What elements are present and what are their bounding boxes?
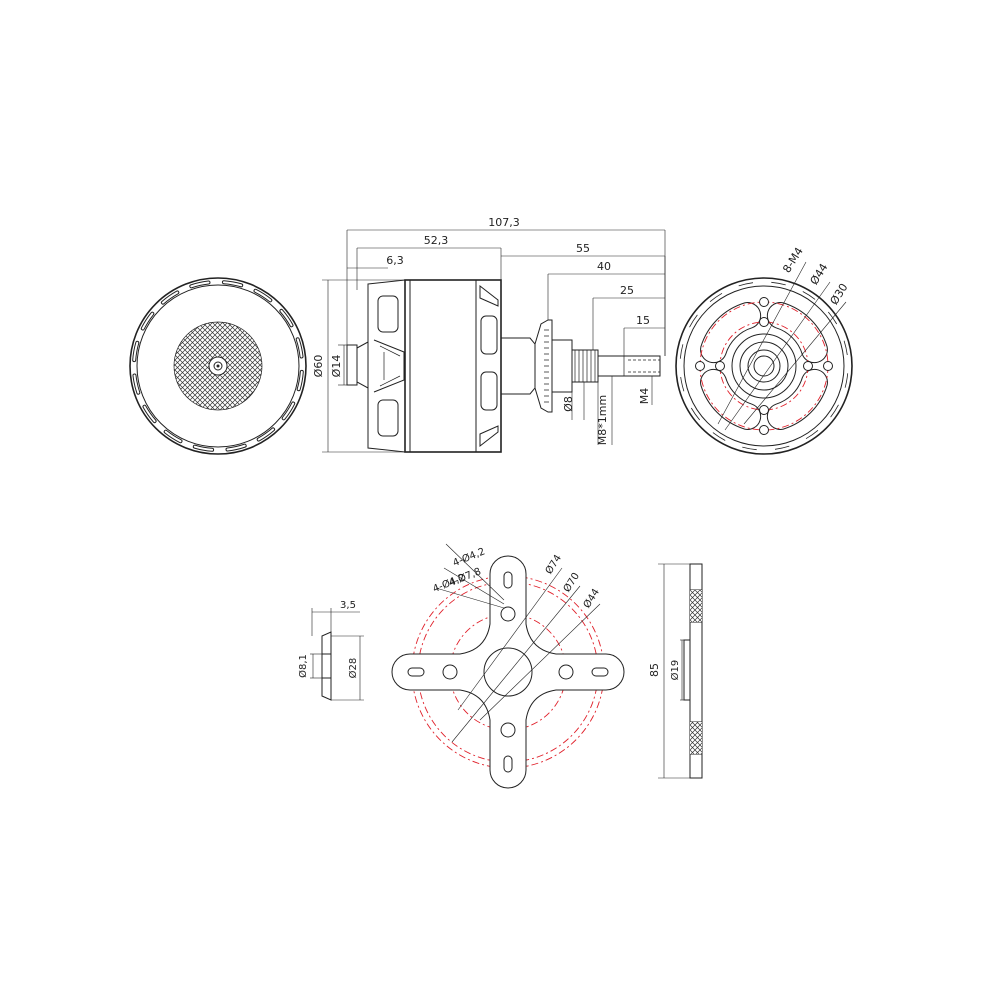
dim-rear-diameter: Ø14 <box>330 355 343 378</box>
mount-d44-label: Ø44 <box>581 586 602 610</box>
motor-can <box>404 279 502 453</box>
front-d44-label: Ø44 <box>808 261 831 287</box>
mount-holes <box>407 571 609 773</box>
front-m4-hole <box>759 297 769 307</box>
rear-bell-window-bottom <box>377 399 399 437</box>
front-m4-hole <box>823 361 833 371</box>
front-m4-hole <box>803 361 813 371</box>
dim-thread-15: 15 <box>636 314 650 327</box>
dim-shaft-25: 25 <box>620 284 634 297</box>
mount-bore-label: Ø19 <box>669 660 681 681</box>
prop-adapter-view: 3,5 Ø8,1 Ø28 <box>297 600 364 701</box>
front-slots <box>679 281 849 451</box>
front-center-circle-30 <box>719 321 809 411</box>
mount-hole-78 <box>558 664 574 680</box>
mount-hole-78 <box>500 606 516 622</box>
front-m4-hole <box>715 361 725 371</box>
can-window-2 <box>480 371 498 411</box>
front-d30-label: Ø30 <box>828 281 851 307</box>
rear-view <box>129 277 307 455</box>
dim-thread-m4: M4 <box>638 388 651 405</box>
dim-overall-length: 107,3 <box>488 216 520 229</box>
mount-slot-42 <box>407 667 425 677</box>
front-mounting-holes <box>695 297 833 435</box>
front-m4-hole <box>695 361 705 371</box>
mount-side-view: 85 Ø19 <box>648 563 703 779</box>
adapter-thickness-label: 3,5 <box>340 600 356 611</box>
rear-outer-rim <box>129 277 307 455</box>
front-mount-boss <box>500 337 536 395</box>
mount-plate <box>391 555 625 789</box>
dim-body-diameter: Ø60 <box>312 355 325 378</box>
front-kidney-window <box>700 302 762 364</box>
adapter-outer-label: Ø28 <box>347 658 359 679</box>
front-outer-rim <box>675 277 853 455</box>
rear-center-hole <box>213 361 223 371</box>
side-view: 107,3 52,3 6,3 55 40 25 15 Ø60 Ø14 Ø8 M8… <box>312 216 666 453</box>
mount-slot-42 <box>591 667 609 677</box>
front-m4-hole <box>759 317 769 327</box>
shaft-end <box>597 355 661 377</box>
front-view: 8-M4 Ø44 Ø30 <box>675 245 853 455</box>
dim-body-length: 52,3 <box>424 234 449 247</box>
dim-rear-boss: 6,3 <box>386 254 404 267</box>
mount-d74-label: Ø74 <box>543 552 564 576</box>
rear-bell-window-center <box>373 339 405 393</box>
rear-boss-flange <box>356 341 369 389</box>
x-mount-view: 4-Ø4,2 4-Ø7,8 4-Ø4,2 Ø74 Ø70 Ø44 <box>391 543 625 789</box>
mount-slot-42 <box>503 755 513 773</box>
dim-shaft-from-body: 55 <box>576 242 590 255</box>
dim-shaft-40: 40 <box>597 260 611 273</box>
mount-center-bore <box>483 647 533 697</box>
mount-slot-42 <box>503 571 513 589</box>
mount-d70-label: Ø70 <box>561 570 582 594</box>
prop-adapter-flange <box>534 319 553 413</box>
adapter-profile <box>321 631 332 701</box>
mount-hole-78 <box>500 722 516 738</box>
dim-prop-thread: M8*1mm <box>596 395 609 445</box>
mount-holes-42-label: 4-Ø4,2 <box>451 545 487 569</box>
mount-hole-78 <box>442 664 458 680</box>
rear-boss <box>346 344 358 386</box>
rear-bell-window-top <box>377 295 399 333</box>
dim-shaft-diameter: Ø8 <box>562 396 575 412</box>
front-kidney-window <box>766 368 828 430</box>
front-hub <box>731 333 797 399</box>
shaft-thread-m8 <box>571 349 599 383</box>
mount-height-label: 85 <box>648 663 661 677</box>
front-m4-hole <box>759 425 769 435</box>
front-m4-hole <box>759 405 769 415</box>
rear-bell <box>367 279 406 453</box>
can-window-1 <box>480 315 498 355</box>
adapter-bore-label: Ø8,1 <box>297 654 309 678</box>
rear-ventilation-slots <box>132 280 304 452</box>
rear-center-dot <box>216 364 220 368</box>
front-kidney-window <box>700 368 762 430</box>
rear-inner-rim <box>136 284 300 448</box>
front-shaft <box>753 355 775 377</box>
side-dimensions <box>322 229 666 453</box>
prop-adapter-collar <box>551 339 573 393</box>
front-holes-label: 8-M4 <box>780 245 806 275</box>
